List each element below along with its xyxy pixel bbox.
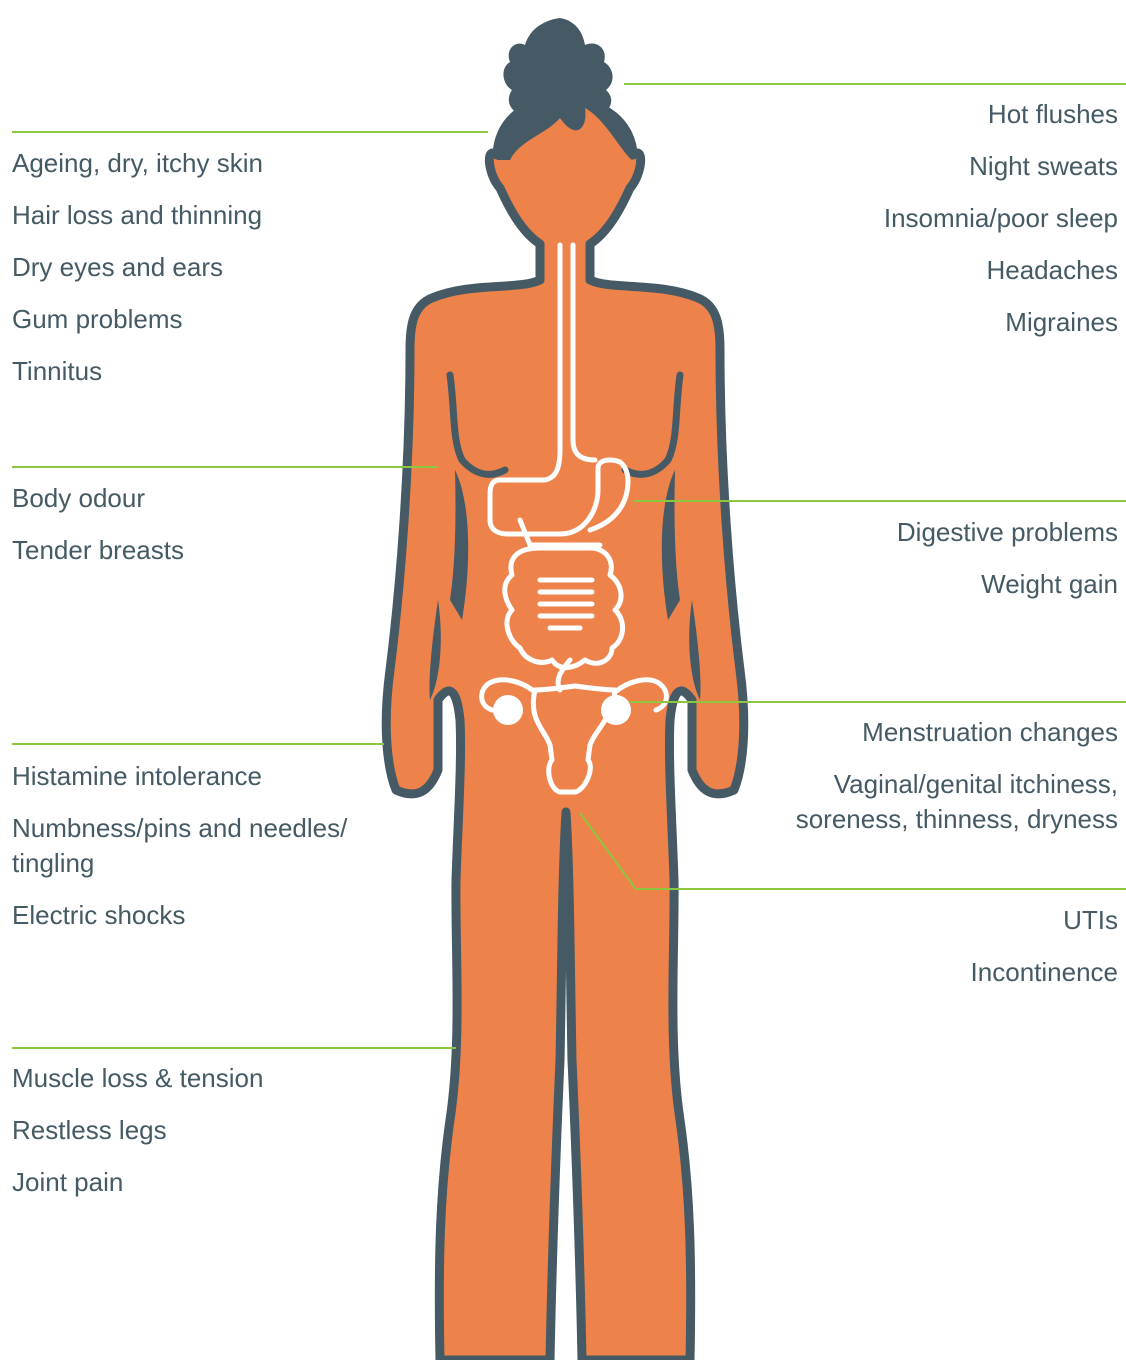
symptom-electric-shocks: Electric shocks: [12, 898, 185, 933]
symptom-insomnia: Insomnia/poor sleep: [884, 201, 1118, 236]
symptom-tinnitus: Tinnitus: [12, 354, 102, 389]
chest-left-leader: [12, 466, 438, 468]
symptom-hair-loss: Hair loss and thinning: [12, 198, 262, 233]
symptom-muscle-loss: Muscle loss & tension: [12, 1061, 263, 1096]
nervous-left-leader: [12, 743, 384, 745]
symptom-tender-breasts: Tender breasts: [12, 533, 184, 568]
symptom-numbness-line1: Numbness/pins and needles/: [12, 811, 347, 846]
symptom-histamine: Histamine intolerance: [12, 759, 262, 794]
head-right-leader: [624, 83, 1126, 85]
symptom-digestive: Digestive problems: [897, 515, 1118, 550]
symptom-gum: Gum problems: [12, 302, 183, 337]
symptom-menstruation: Menstruation changes: [862, 715, 1118, 750]
symptom-joint-pain: Joint pain: [12, 1165, 123, 1200]
symptom-headaches: Headaches: [986, 253, 1118, 288]
symptom-weight-gain: Weight gain: [981, 567, 1118, 602]
muscle-left-leader: [12, 1047, 456, 1049]
symptom-dry-eyes: Dry eyes and ears: [12, 250, 223, 285]
symptom-hot-flushes: Hot flushes: [988, 97, 1118, 132]
symptom-numbness-line2: tingling: [12, 846, 94, 881]
symptom-vaginal-line2: soreness, thinness, dryness: [796, 802, 1118, 837]
symptom-skin: Ageing, dry, itchy skin: [12, 146, 263, 181]
symptom-migraines: Migraines: [1005, 305, 1118, 340]
reproductive-right-leader: [630, 701, 1126, 703]
symptom-body-odour: Body odour: [12, 481, 145, 516]
digestive-right-leader: [634, 500, 1126, 502]
symptom-night-sweats: Night sweats: [969, 149, 1118, 184]
symptom-restless-legs: Restless legs: [12, 1113, 167, 1148]
symptom-utis: UTIs: [1063, 903, 1118, 938]
symptom-vaginal-line1: Vaginal/genital itchiness,: [834, 767, 1118, 802]
urinary-right-leader: [635, 888, 1126, 890]
head-left-leader: [12, 131, 488, 133]
symptom-incontinence: Incontinence: [971, 955, 1118, 990]
